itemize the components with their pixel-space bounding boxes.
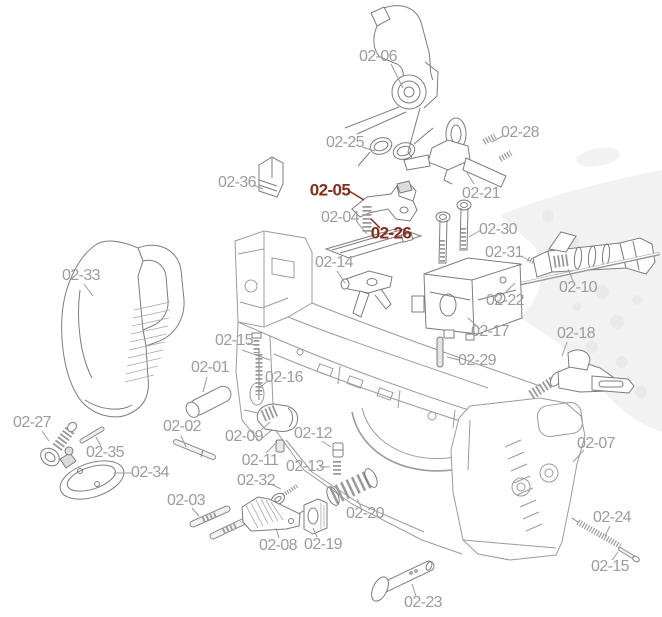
part-label-02-27: 02-27: [13, 414, 52, 431]
part-hammer-assembly-02-21: [403, 117, 507, 188]
part-label-02-12: 02-12: [294, 425, 333, 442]
part-label-02-22: 02-22: [486, 292, 525, 309]
part-label-02-34: 02-34: [131, 464, 170, 481]
part-baseplate-02-34: [59, 446, 125, 500]
part-label-02-21: 02-21: [462, 185, 501, 202]
part-pins-02-03: [189, 505, 251, 540]
part-housing-02-17: [411, 257, 523, 341]
part-pin-02-35: [79, 426, 105, 444]
part-screw-02-15-upper: [251, 332, 262, 353]
part-label-02-30: 02-30: [479, 221, 518, 238]
part-label-02-32: 02-32: [237, 472, 276, 489]
part-label-02-20: 02-20: [346, 505, 385, 522]
part-valve-02-14: [340, 270, 393, 318]
part-seat-02-36: [258, 156, 284, 198]
part-label-02-11: 02-11: [241, 452, 279, 469]
part-label-02-25: 02-25: [326, 134, 365, 151]
part-spring-02-25: [357, 127, 434, 167]
part-label-02-35: 02-35: [86, 444, 125, 461]
part-spring-02-24: [571, 517, 622, 549]
part-label-02-23: 02-23: [404, 594, 443, 611]
part-label-02-17: 02-17: [471, 323, 510, 340]
part-label-02-14: 02-14: [315, 254, 354, 271]
part-label-02-05: 02-05: [309, 180, 351, 200]
part-label-02-15-lower: 02-15: [591, 558, 630, 575]
part-pin-02-11: [275, 439, 285, 453]
part-spring-02-20: [326, 468, 378, 506]
part-screws-02-30: [435, 199, 472, 264]
part-label-02-02: 02-02: [163, 418, 202, 435]
part-label-02-36: 02-36: [218, 174, 257, 191]
part-lever-02-18: [528, 349, 635, 400]
part-pin-02-01: [185, 385, 232, 418]
part-label-02-15-upper: 02-15: [215, 332, 254, 349]
part-label-02-31: 02-31: [485, 244, 524, 261]
part-pin-02-29: [436, 336, 444, 368]
part-block-02-19: [303, 498, 328, 535]
part-label-02-29: 02-29: [458, 352, 497, 369]
part-label-02-33: 02-33: [62, 267, 101, 284]
part-cylinder-02-12: [332, 442, 344, 458]
part-label-02-13: 02-13: [286, 458, 325, 475]
part-label-02-16: 02-16: [265, 369, 304, 386]
part-label-02-06: 02-06: [359, 48, 398, 65]
part-slide-stop-02-08: [241, 496, 306, 532]
part-sear-02-05: [351, 180, 418, 222]
part-label-02-07: 02-07: [577, 435, 616, 452]
part-label-02-10: 02-10: [559, 279, 598, 296]
part-label-02-09: 02-09: [225, 428, 264, 445]
part-label-02-04: 02-04: [321, 209, 360, 226]
part-screws-02-28: [482, 133, 513, 162]
part-plate-02-04: [324, 227, 423, 259]
part-pin-02-02: [173, 439, 216, 460]
part-label-02-01: 02-01: [191, 359, 230, 376]
part-label-02-24: 02-24: [593, 509, 632, 526]
part-label-02-18: 02-18: [557, 325, 596, 342]
part-label-02-28: 02-28: [501, 124, 540, 141]
leader-lines: [41, 63, 619, 597]
part-label-02-03: 02-03: [167, 492, 206, 509]
part-screw-02-27: [40, 421, 77, 467]
part-pin-02-15-lower: [618, 547, 640, 563]
part-label-02-19: 02-19: [304, 536, 343, 553]
part-label-02-26: 02-26: [370, 223, 412, 243]
part-label-02-08: 02-08: [259, 537, 298, 554]
part-grip-shell-02-33: [61, 240, 185, 418]
part-pin-02-23: [371, 560, 435, 602]
